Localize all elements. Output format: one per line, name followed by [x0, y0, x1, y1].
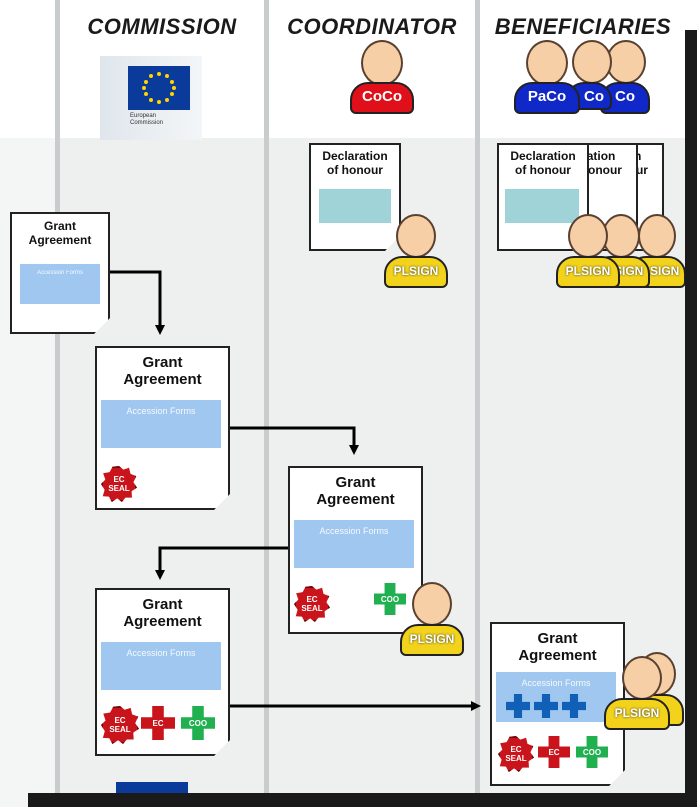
seal-text-2: SEAL — [109, 725, 131, 734]
seal-text-1: EC — [306, 595, 318, 604]
lane-title-beneficiaries: BENEFICIARIES — [494, 14, 672, 39]
grant-agreement-doc: Grant Agreement Accession Forms — [10, 212, 110, 334]
declaration-line1: Declaration — [510, 149, 576, 163]
grant-agreement-title: Grant Agreement — [12, 214, 108, 248]
seal-text-1: EC — [113, 475, 125, 484]
declaration-title: Declaration of honour — [311, 145, 399, 178]
arrow-commission-to-coordinator — [229, 426, 359, 455]
accession-forms-box: Accession Forms — [496, 672, 616, 722]
declaration-field — [319, 189, 391, 223]
coo-cross-icon: COO — [181, 706, 215, 740]
ga-line1: Grant — [43, 219, 76, 233]
co-person: Co — [600, 38, 650, 118]
accession-forms-label: Accession Forms — [319, 526, 389, 536]
grant-agreement-title: Grant Agreement — [492, 624, 623, 665]
arrow-ga-to-commission — [108, 270, 165, 335]
ga-line2: Agreement — [518, 647, 597, 665]
ga-line1: Grant — [142, 354, 183, 371]
ga-line2: Agreement — [316, 491, 395, 509]
accession-forms-label: Accession Forms — [126, 648, 196, 658]
declaration-of-honour-doc: Declaration of honour — [497, 143, 589, 251]
plsign-person: PLSIGN — [384, 212, 450, 290]
lane-divider — [264, 0, 269, 807]
ec-logo-text: European Commission — [130, 113, 163, 127]
seal-text-2: SEAL — [108, 484, 130, 493]
paco-badge: PaCo — [514, 82, 580, 114]
ga-line2: Agreement — [123, 613, 202, 631]
declaration-field — [505, 189, 579, 223]
accession-forms-label: Accession Forms — [126, 406, 196, 416]
grant-agreement-title: Grant Agreement — [290, 468, 421, 509]
lane-title-commission: COMMISSION — [87, 14, 237, 39]
grant-agreement-title: Grant Agreement — [97, 348, 228, 389]
plsign-person: PLSIGN — [604, 654, 672, 732]
plsign-badge: PLSIGN — [556, 256, 620, 288]
coo-cross-icon: COO — [576, 736, 608, 768]
arrow-coordinator-to-commission — [155, 546, 289, 580]
declaration-line1: Declaration — [322, 149, 388, 163]
grant-agreement-title: Grant Agreement — [97, 590, 228, 631]
seal-text-2: SEAL — [301, 604, 323, 613]
ec-logo: European Commission — [100, 56, 202, 140]
frame-edge-bottom — [28, 793, 697, 807]
coco-badge: CoCo — [350, 82, 414, 114]
plsign-person: PLSIGN — [556, 212, 622, 290]
accession-forms-label: Accession Forms — [521, 678, 591, 688]
ec-cross-icon: EC — [141, 706, 175, 740]
ga-line1: Grant — [335, 474, 376, 491]
person-head — [412, 582, 452, 626]
person-head — [638, 214, 676, 258]
ga-line2: Agreement — [28, 232, 92, 247]
declaration-of-honour-doc: Declaration of honour — [309, 143, 401, 251]
lane-divider — [55, 0, 60, 807]
lane-title-coordinator: COORDINATOR — [287, 14, 457, 39]
person-head — [622, 656, 662, 700]
accession-forms-box: Accession Forms — [294, 520, 414, 568]
ec-cross-icon: EC — [538, 736, 570, 768]
seal-text-1: EC — [510, 745, 522, 754]
ga-line1: Grant — [537, 630, 578, 647]
seal-text-2: SEAL — [505, 754, 527, 763]
person-head — [572, 40, 612, 84]
ben-cross-icon — [506, 694, 530, 718]
ben-cross-icon — [562, 694, 586, 718]
plsign-badge: PLSIGN — [604, 698, 670, 730]
accession-forms-box: Accession Forms — [101, 642, 221, 690]
coco-person: CoCo — [347, 38, 417, 118]
lane-divider — [475, 0, 480, 807]
accession-forms-box: Accession Forms — [20, 264, 100, 304]
paco-person: PaCo — [514, 38, 580, 118]
plsign-person: PLSIGN — [400, 580, 466, 658]
seal-text-1: EC — [114, 716, 126, 725]
accession-forms-box: Accession Forms — [101, 400, 221, 448]
frame-edge-right — [685, 30, 697, 807]
declaration-title: Declaration of honour — [499, 145, 587, 178]
ec-logo-line1: European — [130, 113, 157, 119]
ben-cross-icon — [534, 694, 558, 718]
accession-forms-label: Accession Forms — [36, 270, 83, 276]
plsign-badge: PLSIGN — [384, 256, 448, 288]
declaration-line2: of honour — [515, 162, 571, 177]
declaration-line2: of honour — [327, 162, 383, 177]
ec-logo-line2: Commission — [130, 120, 164, 126]
ga-line1: Grant — [142, 596, 183, 613]
ga-line2: Agreement — [123, 371, 202, 389]
plsign-badge: PLSIGN — [400, 624, 464, 656]
eu-flag-icon — [128, 66, 190, 110]
